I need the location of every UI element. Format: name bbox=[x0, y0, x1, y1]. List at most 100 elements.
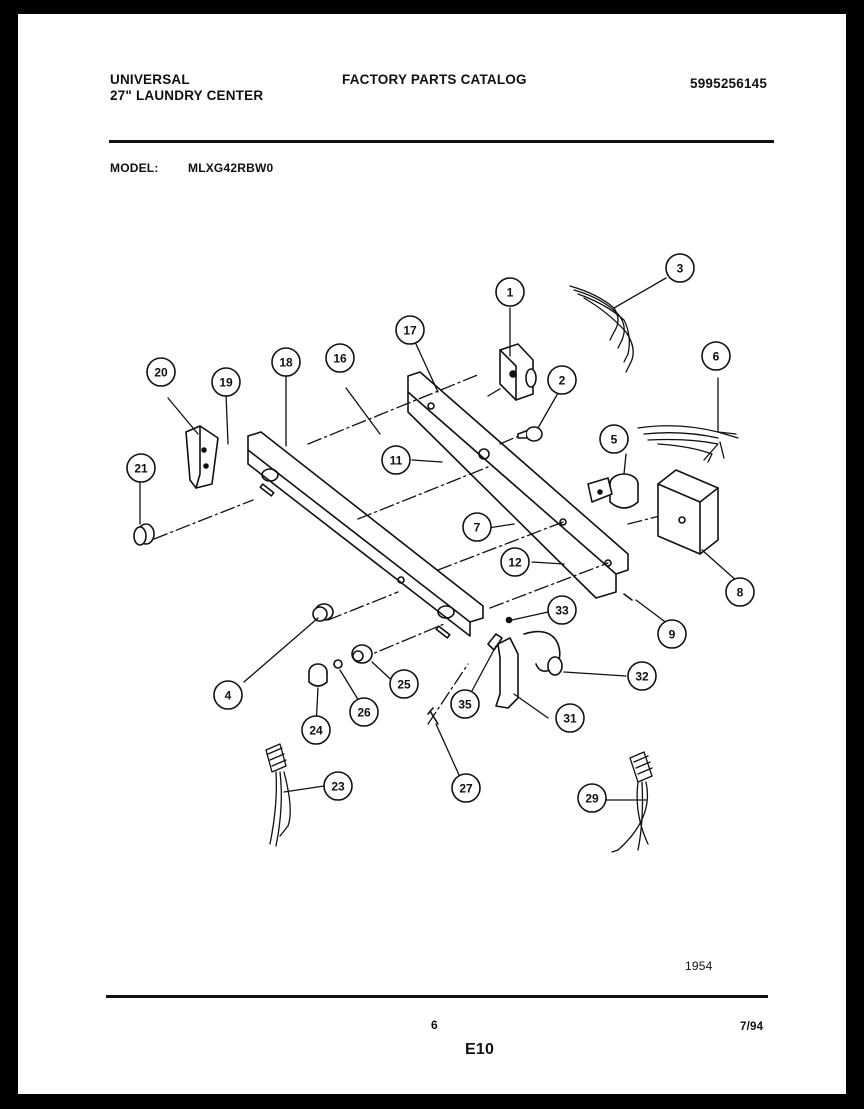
screw bbox=[427, 707, 439, 725]
svg-text:20: 20 bbox=[154, 366, 168, 380]
panel-slot-right bbox=[435, 625, 451, 639]
switch-bracket bbox=[487, 630, 563, 709]
catalog-title: FACTORY PARTS CATALOG bbox=[342, 72, 527, 87]
callout-26: 26 bbox=[349, 697, 379, 727]
explosion-lines bbox=[153, 373, 669, 725]
svg-text:18: 18 bbox=[279, 356, 293, 370]
panel-hole-left bbox=[261, 468, 279, 482]
callout-18: 18 bbox=[271, 347, 301, 377]
rocker-switch bbox=[185, 425, 219, 489]
svg-text:33: 33 bbox=[555, 604, 569, 618]
svg-text:6: 6 bbox=[713, 350, 720, 364]
callout-11: 11 bbox=[381, 445, 411, 475]
leader-lines bbox=[139, 277, 739, 801]
callout-19: 19 bbox=[211, 367, 241, 397]
wire-harness-29 bbox=[611, 751, 653, 853]
callout-7: 7 bbox=[462, 512, 492, 542]
panel-slot-left bbox=[259, 483, 275, 497]
callout-8: 8 bbox=[725, 577, 755, 607]
screw-bracket bbox=[623, 593, 633, 601]
mounting-bracket bbox=[407, 371, 629, 599]
callout-12: 12 bbox=[500, 547, 530, 577]
callout-2: 2 bbox=[547, 365, 577, 395]
callout-27: 27 bbox=[451, 773, 481, 803]
section-code: E10 bbox=[465, 1041, 495, 1058]
callout-1: 1 bbox=[495, 277, 525, 307]
callout-17: 17 bbox=[395, 315, 425, 345]
header-divider bbox=[109, 140, 774, 143]
svg-text:31: 31 bbox=[563, 712, 577, 726]
callout-29: 29 bbox=[577, 783, 607, 813]
svg-text:19: 19 bbox=[219, 376, 233, 390]
callout-33: 33 bbox=[547, 595, 577, 625]
revision-date: 7/94 bbox=[740, 1021, 764, 1033]
svg-text:35: 35 bbox=[458, 698, 472, 712]
svg-text:29: 29 bbox=[585, 792, 599, 806]
solenoid-valve bbox=[587, 473, 639, 509]
svg-text:25: 25 bbox=[397, 678, 411, 692]
knob-bezel bbox=[351, 644, 373, 664]
switch bbox=[517, 426, 543, 442]
callout-9: 9 bbox=[657, 619, 687, 649]
svg-text:16: 16 bbox=[333, 352, 347, 366]
svg-text:12: 12 bbox=[508, 556, 522, 570]
page-number: 6 bbox=[431, 1018, 438, 1032]
callout-25: 25 bbox=[389, 669, 419, 699]
svg-text:1: 1 bbox=[507, 286, 514, 300]
push-button bbox=[312, 603, 334, 622]
callouts: 1 2 3 4 5 6 7 8 9 11 12 16 17 18 19 20 2… bbox=[126, 253, 755, 813]
callout-6: 6 bbox=[701, 341, 731, 371]
svg-text:27: 27 bbox=[459, 782, 473, 796]
wire-harness-6 bbox=[637, 425, 739, 463]
panel-hole-right bbox=[437, 605, 455, 619]
footer-divider bbox=[106, 995, 768, 998]
washer bbox=[333, 659, 343, 669]
catalog-page: UNIVERSAL 27" LAUNDRY CENTER FACTORY PAR… bbox=[18, 14, 846, 1094]
catalog-part-number: 5995256145 bbox=[690, 76, 768, 91]
svg-text:7: 7 bbox=[474, 521, 481, 535]
control-panel bbox=[247, 431, 484, 637]
callout-31: 31 bbox=[555, 703, 585, 733]
callout-20: 20 bbox=[146, 357, 176, 387]
wire-harness-23 bbox=[265, 743, 291, 847]
timer bbox=[499, 343, 537, 401]
svg-text:21: 21 bbox=[134, 462, 148, 476]
control-box bbox=[657, 469, 719, 555]
svg-text:5: 5 bbox=[611, 433, 618, 447]
svg-text:17: 17 bbox=[403, 324, 417, 338]
svg-text:9: 9 bbox=[669, 628, 676, 642]
callout-32: 32 bbox=[627, 661, 657, 691]
model-number: MLXG42RBW0 bbox=[188, 161, 274, 175]
brand-block: UNIVERSAL 27" LAUNDRY CENTER bbox=[110, 72, 263, 104]
product-line: 27" LAUNDRY CENTER bbox=[110, 88, 264, 103]
callout-35: 35 bbox=[450, 689, 480, 719]
callout-21: 21 bbox=[126, 453, 156, 483]
bracket-hole-2 bbox=[478, 448, 490, 460]
screw-top bbox=[505, 616, 513, 624]
callout-5: 5 bbox=[599, 424, 629, 454]
exploded-parts-diagram: 1 2 3 4 5 6 7 8 9 11 12 16 17 18 19 20 2… bbox=[126, 253, 755, 853]
callout-4: 4 bbox=[213, 680, 243, 710]
callout-24: 24 bbox=[301, 715, 331, 745]
knob bbox=[133, 523, 155, 546]
selector-knob bbox=[308, 663, 328, 687]
svg-text:32: 32 bbox=[635, 670, 649, 684]
bracket-hole-4 bbox=[604, 559, 612, 567]
svg-text:26: 26 bbox=[357, 706, 371, 720]
svg-text:8: 8 bbox=[737, 586, 744, 600]
svg-text:24: 24 bbox=[309, 724, 323, 738]
bracket-hole-1 bbox=[427, 402, 435, 410]
callout-3: 3 bbox=[665, 253, 695, 283]
callout-16: 16 bbox=[325, 343, 355, 373]
panel-hole-small bbox=[397, 576, 405, 584]
wire-harness-3 bbox=[569, 285, 634, 373]
assembly-drawing bbox=[133, 277, 739, 853]
svg-text:11: 11 bbox=[390, 454, 403, 468]
callout-23: 23 bbox=[323, 771, 353, 801]
bracket-hole-3 bbox=[559, 518, 567, 526]
svg-text:23: 23 bbox=[331, 780, 345, 794]
svg-text:4: 4 bbox=[225, 689, 232, 703]
svg-text:2: 2 bbox=[559, 374, 566, 388]
model-label: MODEL: bbox=[110, 161, 159, 175]
brand-name: UNIVERSAL bbox=[110, 72, 190, 87]
